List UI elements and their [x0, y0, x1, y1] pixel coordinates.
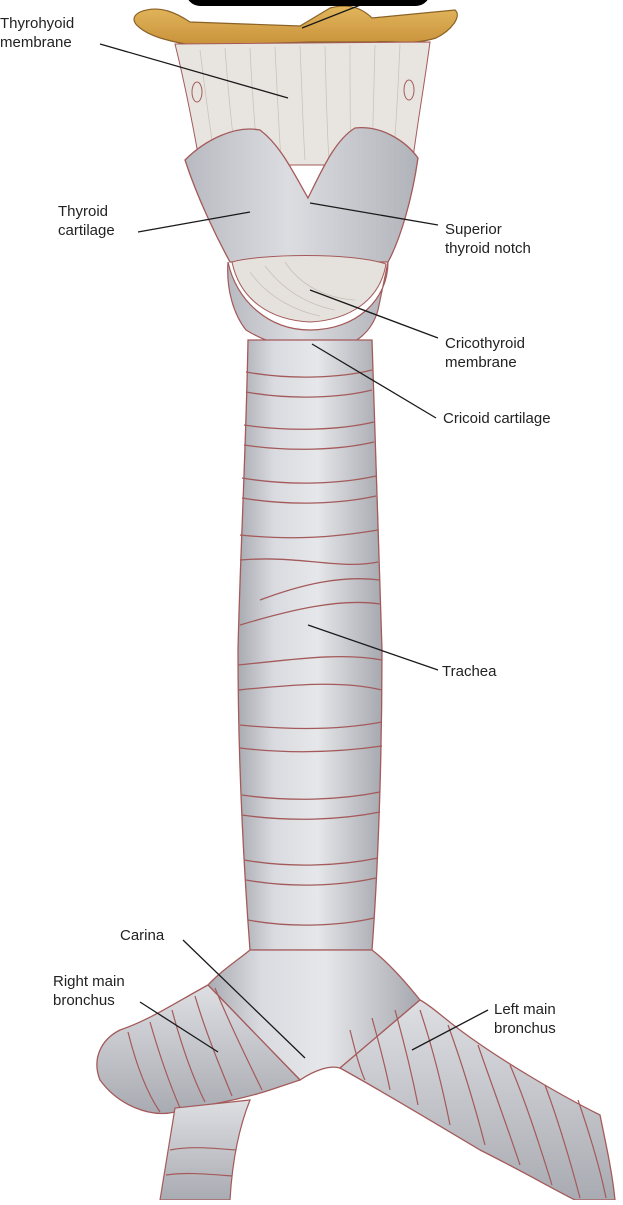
leader-trachea	[307, 624, 439, 671]
label-left-main-bronchus: Left main bronchus	[494, 1000, 556, 1038]
label-line: Thyrohyoid	[0, 15, 75, 32]
label-line: bronchus	[494, 1020, 556, 1037]
label-line: Thyroid	[58, 203, 109, 220]
lower-lobe-bronchus	[159, 1099, 251, 1201]
label-line: Left main	[494, 1001, 556, 1018]
cricothyroid-fibers	[249, 261, 356, 317]
label-line: thyroid notch	[445, 240, 531, 257]
left-main-bronchus	[338, 999, 616, 1201]
right-main-bronchus	[96, 984, 302, 1115]
label-line: cartilage	[58, 222, 115, 239]
carina-bifurcation	[207, 949, 421, 1081]
leader-cricothyroid	[309, 289, 439, 339]
label-thyroid-cartilage: Thyroid cartilage	[58, 202, 115, 240]
label-line: bronchus	[53, 992, 115, 1009]
cricoid-cartilage	[227, 261, 389, 351]
label-line: membrane	[445, 354, 517, 371]
label-carina: Carina	[120, 926, 164, 945]
label-thyrohyoid-membrane: Thyrohyoid membrane	[0, 14, 74, 52]
lateral-foramen-left	[191, 81, 203, 103]
label-line: Trachea	[442, 663, 497, 680]
leader-hyoid	[301, 1, 369, 29]
label-line: Cricothyroid	[445, 335, 526, 352]
tracheal-rings	[237, 369, 383, 926]
trachea-tube	[237, 339, 383, 951]
label-right-main-bronchus: Right main bronchus	[53, 972, 125, 1010]
label-line: Cricoid cartilage	[443, 410, 551, 427]
leader-notch	[309, 202, 439, 226]
label-trachea: Trachea	[442, 662, 496, 681]
label-line: membrane	[0, 34, 72, 51]
label-line: Superior	[445, 221, 502, 238]
lateral-foramen-right	[403, 79, 415, 101]
label-superior-thyroid-notch: Superior thyroid notch	[445, 220, 531, 258]
leader-cricoid	[311, 343, 437, 419]
leader-thyroid	[137, 211, 251, 233]
hyoid-bone	[133, 5, 458, 47]
top-overlay-bar	[186, 0, 430, 6]
leader-lines	[99, 1, 489, 1059]
label-line: Carina	[120, 927, 165, 944]
leader-right-bronchus	[139, 1001, 219, 1053]
thyroid-cartilage	[184, 126, 419, 263]
leader-left-bronchus	[411, 1009, 489, 1051]
left-bronchus-rings	[349, 1009, 607, 1199]
label-cricothyroid-membrane: Cricothyroid membrane	[445, 334, 525, 372]
label-line: Right main	[53, 973, 125, 990]
leader-carina	[182, 939, 306, 1059]
leader-thyrohyoid	[99, 43, 289, 99]
label-cricoid-cartilage: Cricoid cartilage	[443, 409, 551, 428]
right-bronchus-rings	[127, 987, 263, 1177]
